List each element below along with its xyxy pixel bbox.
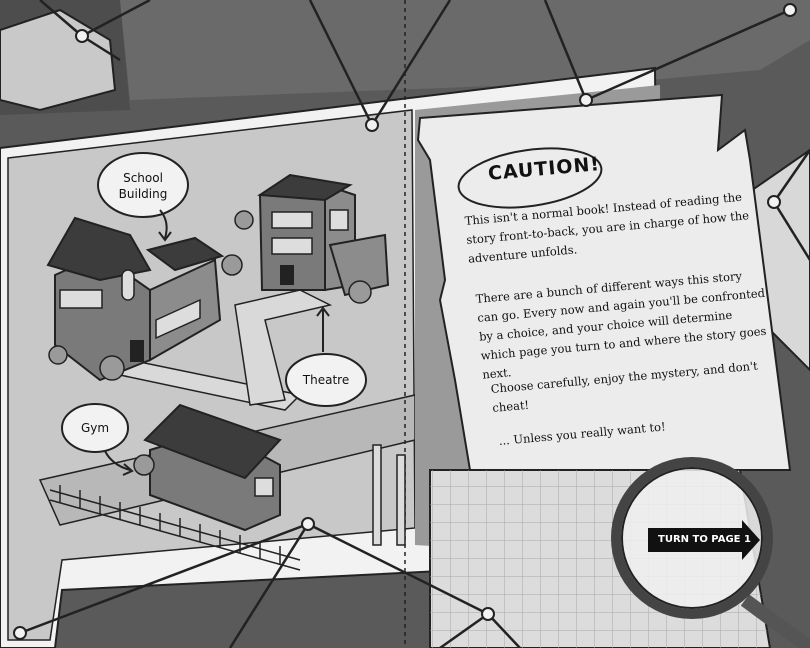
pushpin-icon — [579, 93, 593, 107]
callout-gym — [61, 403, 134, 476]
school-building — [46, 216, 243, 382]
pushpin-icon — [767, 195, 781, 209]
arrow-right-icon — [648, 520, 760, 560]
gym-building — [133, 403, 282, 532]
callout-gym-label: Gym — [81, 421, 109, 435]
theatre-building — [234, 173, 390, 304]
pushpin-icon — [75, 29, 89, 43]
pushpin-icon — [783, 3, 797, 17]
callout-school-line1: School — [123, 171, 163, 185]
callout-theatre — [285, 306, 367, 407]
fence — [49, 485, 301, 571]
caution-note-paper — [416, 93, 792, 471]
string-lines — [19, 0, 810, 648]
turn-to-page-button[interactable]: TURN TO PAGE 1 — [658, 534, 751, 545]
caution-title-outline — [457, 147, 603, 209]
callout-theatre-label: Theatre — [302, 373, 349, 387]
pushpin-icon — [365, 118, 379, 132]
pushpin-icon — [301, 517, 315, 531]
callout-school — [97, 152, 189, 242]
pushpin-icon — [481, 607, 495, 621]
pushpin-icon — [13, 626, 27, 640]
callout-school-line2: Building — [119, 187, 168, 201]
